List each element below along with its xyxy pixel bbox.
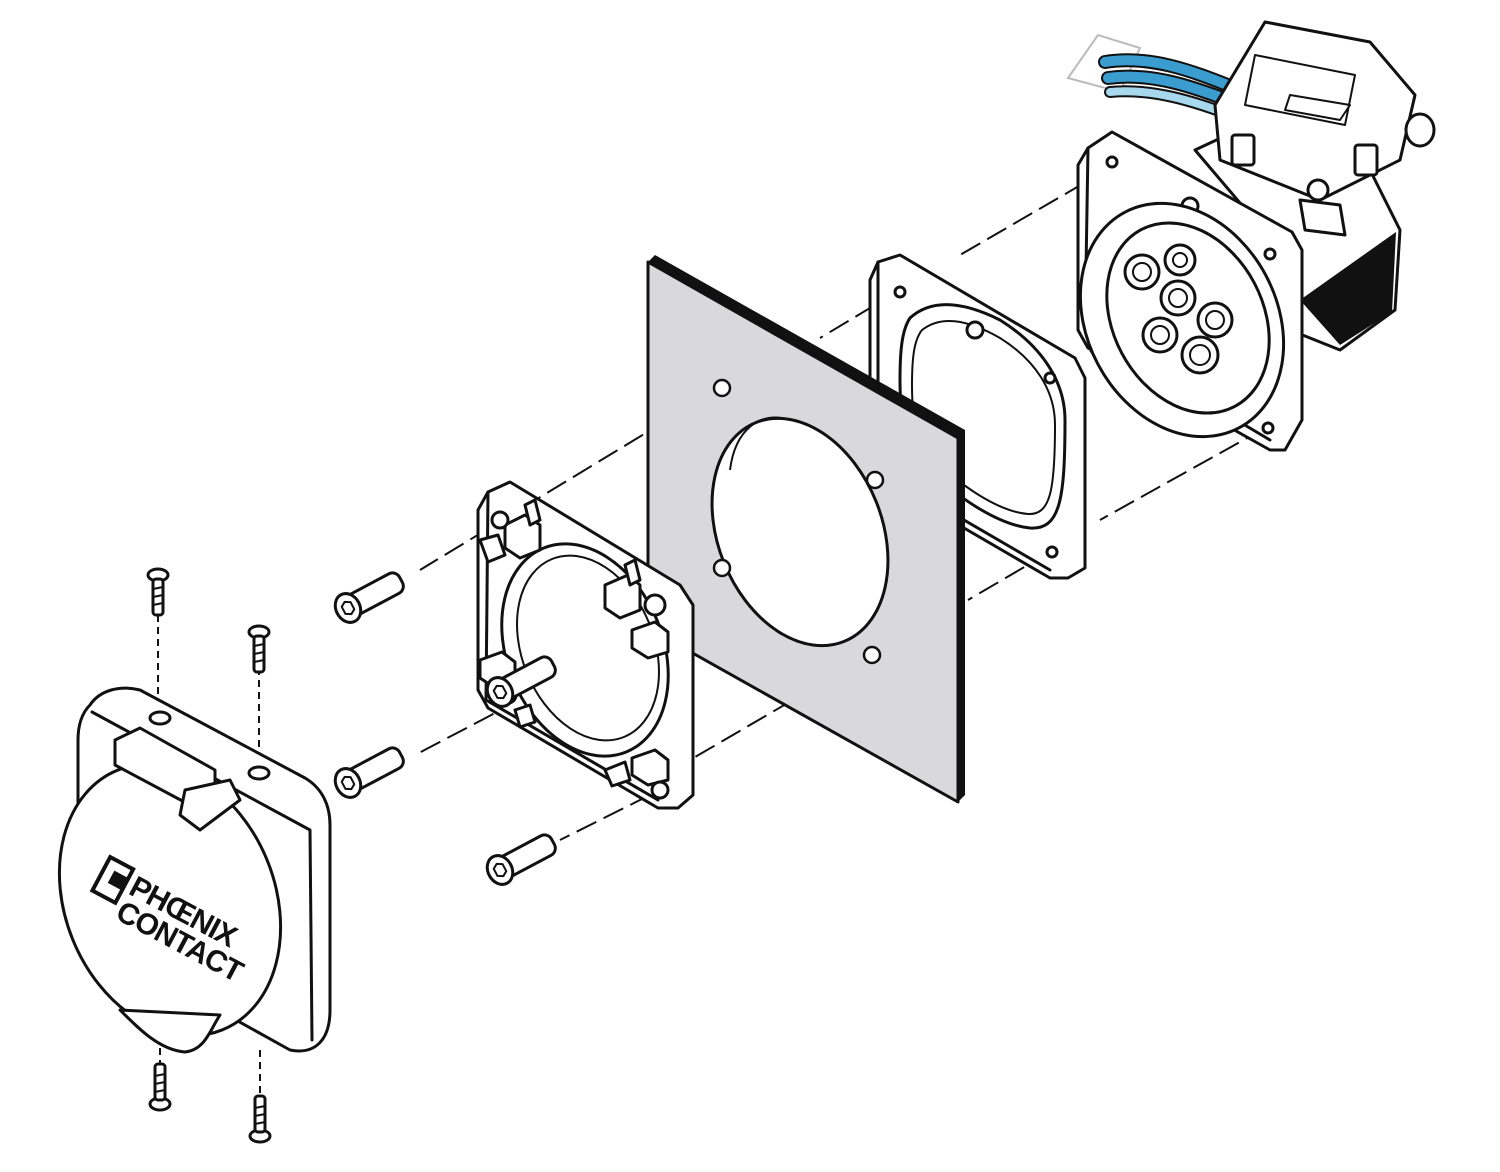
socket-head-screw xyxy=(333,746,405,799)
guide-line xyxy=(1099,427,1266,521)
front-mounting-frame xyxy=(476,480,695,810)
terminal-cover xyxy=(1244,54,1356,126)
gasket-opening xyxy=(898,303,1067,530)
gasket-hole xyxy=(1045,545,1059,559)
cover-latch xyxy=(178,778,242,832)
panel-hole xyxy=(865,470,885,490)
gasket-hole xyxy=(893,285,907,299)
frame-clips xyxy=(478,498,670,788)
cover-screw-hole xyxy=(148,710,172,726)
gasket-hole xyxy=(1043,371,1057,385)
gasket-hole xyxy=(965,320,985,340)
flange-hole xyxy=(1263,247,1277,261)
lid-screw xyxy=(146,567,170,617)
cover-tab xyxy=(118,1008,222,1054)
flange-hole xyxy=(1105,155,1119,169)
socket-head-screw xyxy=(333,571,405,624)
lid-screw xyxy=(148,1062,172,1112)
panel-hole xyxy=(862,645,882,665)
terminal-clip xyxy=(1230,133,1256,167)
hinged-cover: PHŒNIX CONTACT xyxy=(57,686,332,1054)
guide-line xyxy=(559,794,651,841)
terminal-clip xyxy=(1353,143,1379,177)
frame-hole xyxy=(643,593,667,617)
socket-rear-shadow xyxy=(1300,232,1396,345)
frame-hole xyxy=(650,780,670,800)
charging-socket xyxy=(1066,20,1436,452)
panel-hole xyxy=(712,378,732,398)
terminal-latch xyxy=(1298,198,1347,237)
socket-head-screw xyxy=(485,655,557,708)
panel-cutout-edge xyxy=(729,416,791,471)
logo-mark-fill xyxy=(107,870,129,891)
panel-hole xyxy=(712,558,732,578)
cover-flap xyxy=(57,762,283,1038)
cover-screw-hole xyxy=(247,765,271,781)
cable-bundle xyxy=(1066,33,1245,124)
release-knob xyxy=(1404,112,1436,148)
gasket-opening-inner xyxy=(911,320,1056,516)
flange-hole xyxy=(1261,421,1275,435)
lid-screw xyxy=(248,1094,272,1144)
socket-contacts xyxy=(1123,243,1234,375)
mounting-panel xyxy=(646,255,965,804)
terminal-slot xyxy=(1284,94,1351,121)
frame-hole xyxy=(490,510,510,530)
socket-head-screw xyxy=(485,833,557,886)
terminal-screw xyxy=(1306,178,1330,202)
lid-screw xyxy=(247,624,271,674)
